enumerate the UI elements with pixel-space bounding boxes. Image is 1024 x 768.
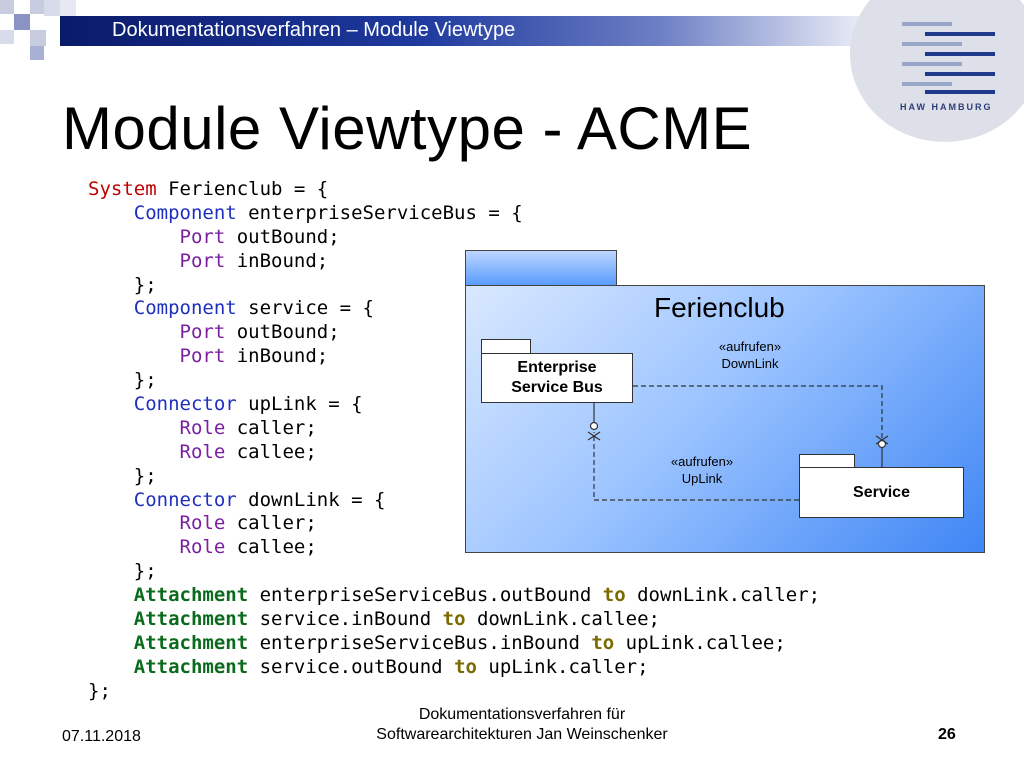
downlink-name: DownLink	[721, 356, 779, 371]
downlink-connector	[633, 385, 883, 440]
uplink-port	[589, 421, 599, 431]
esb-component-label: Enterprise Service Bus	[511, 359, 603, 396]
code-text: upLink.callee;	[614, 631, 786, 654]
uplink-connector	[593, 432, 799, 501]
code-text: inBound;	[225, 249, 329, 272]
uplink-label: «aufrufen» UpLink	[642, 453, 762, 487]
code-line: };	[88, 560, 820, 584]
code-line: Port outBound;	[88, 226, 820, 250]
code-keyword: System	[88, 178, 157, 200]
code-line: Connector upLink = {	[88, 393, 820, 417]
code-keyword: Component	[133, 201, 237, 224]
code-text: inBound;	[225, 345, 329, 368]
code-text: upLink = {	[236, 393, 363, 416]
code-line: Attachment service.outBound to upLink.ca…	[88, 656, 820, 680]
slide-title: Module Viewtype - ACME	[62, 95, 753, 162]
footer-date: 07.11.2018	[62, 728, 141, 745]
header-bar	[60, 16, 860, 46]
code-keyword: Connector	[133, 393, 237, 416]
code-line: };	[88, 465, 820, 489]
code-line: Attachment service.inBound to downLink.c…	[88, 608, 820, 632]
code-text: callee;	[225, 536, 317, 559]
code-text: outBound;	[225, 321, 340, 344]
code-text: };	[88, 369, 157, 392]
code-line: Attachment enterpriseServiceBus.inBound …	[88, 632, 820, 656]
code-text: caller;	[225, 416, 317, 439]
code-keyword: Attachment	[133, 584, 249, 607]
code-text: };	[88, 273, 157, 296]
downlink-label: «aufrufen» DownLink	[690, 338, 810, 372]
package-tab	[465, 250, 617, 286]
code-keyword: Port	[179, 321, 226, 344]
code-text: outBound;	[225, 225, 340, 248]
code-keyword: to	[602, 584, 626, 607]
service-component: Service	[799, 467, 964, 518]
code-text: service.outBound	[248, 655, 455, 678]
footer-line-2: Softwarearchitekturen Jan Weinschenker	[376, 726, 668, 743]
code-keyword: to	[591, 631, 615, 654]
code-line: Role callee;	[88, 441, 820, 465]
uplink-name: UpLink	[681, 471, 723, 486]
downlink-stereotype: «aufrufen»	[718, 339, 782, 354]
uplink-stereotype: «aufrufen»	[670, 454, 734, 469]
code-line: Attachment enterpriseServiceBus.outBound…	[88, 584, 820, 608]
code-text: enterpriseServiceBus.inBound	[248, 631, 592, 654]
code-keyword: Role	[179, 440, 226, 463]
code-text: Ferienclub = {	[156, 178, 329, 200]
package-name: Ferienclub	[654, 292, 785, 323]
code-keyword: Port	[179, 345, 226, 368]
header-title: Dokumentationsverfahren – Module Viewtyp…	[112, 19, 516, 41]
code-text: caller;	[225, 512, 317, 535]
code-text: };	[88, 464, 157, 487]
code-line: };	[88, 680, 820, 704]
code-keyword: Attachment	[133, 631, 249, 654]
code-keyword: Role	[179, 416, 226, 439]
code-line: Port outBound;	[88, 321, 820, 345]
code-text: callee;	[225, 440, 317, 463]
page-number: 26	[938, 726, 956, 743]
code-line: };	[88, 274, 820, 298]
code-keyword: Attachment	[133, 655, 249, 678]
code-block: System Ferienclub = { Component enterpri…	[88, 178, 820, 704]
service-component-label: Service	[853, 483, 910, 501]
code-text: service.inBound	[248, 608, 443, 631]
code-text: };	[88, 679, 111, 702]
code-text: enterpriseServiceBus.outBound	[248, 584, 603, 607]
code-line: Connector downLink = {	[88, 489, 820, 513]
code-keyword: Role	[179, 512, 226, 535]
footer-center: Dokumentationsverfahren für Softwarearch…	[332, 705, 712, 745]
code-text: downLink.caller;	[625, 584, 821, 607]
code-keyword: Role	[179, 536, 226, 559]
code-keyword: Connector	[133, 488, 237, 511]
esb-component: Enterprise Service Bus	[481, 353, 633, 403]
code-line: Port inBound;	[88, 345, 820, 369]
footer-line-1: Dokumentationsverfahren für	[418, 706, 626, 723]
code-keyword: Port	[179, 249, 226, 272]
code-line: };	[88, 369, 820, 393]
code-text: enterpriseServiceBus = {	[236, 201, 523, 224]
code-keyword: Port	[179, 225, 226, 248]
code-keyword: Component	[133, 297, 237, 320]
code-keyword: to	[454, 655, 477, 678]
code-text: upLink.caller;	[476, 655, 649, 678]
code-text: downLink.callee;	[465, 608, 660, 631]
code-line: Port inBound;	[88, 250, 820, 274]
code-text: };	[88, 560, 157, 583]
code-text: service = {	[236, 297, 374, 320]
code-line: System Ferienclub = {	[88, 178, 820, 202]
code-line: Component service = {	[88, 297, 820, 321]
code-keyword: Attachment	[133, 608, 249, 631]
logo-text: HAW HAMBURG	[900, 102, 993, 112]
code-line: Role caller;	[88, 512, 820, 536]
code-line: Role caller;	[88, 417, 820, 441]
code-line: Role callee;	[88, 536, 820, 560]
code-text: downLink = {	[236, 488, 386, 511]
code-line: Component enterpriseServiceBus = {	[88, 202, 820, 226]
code-keyword: to	[442, 608, 466, 631]
